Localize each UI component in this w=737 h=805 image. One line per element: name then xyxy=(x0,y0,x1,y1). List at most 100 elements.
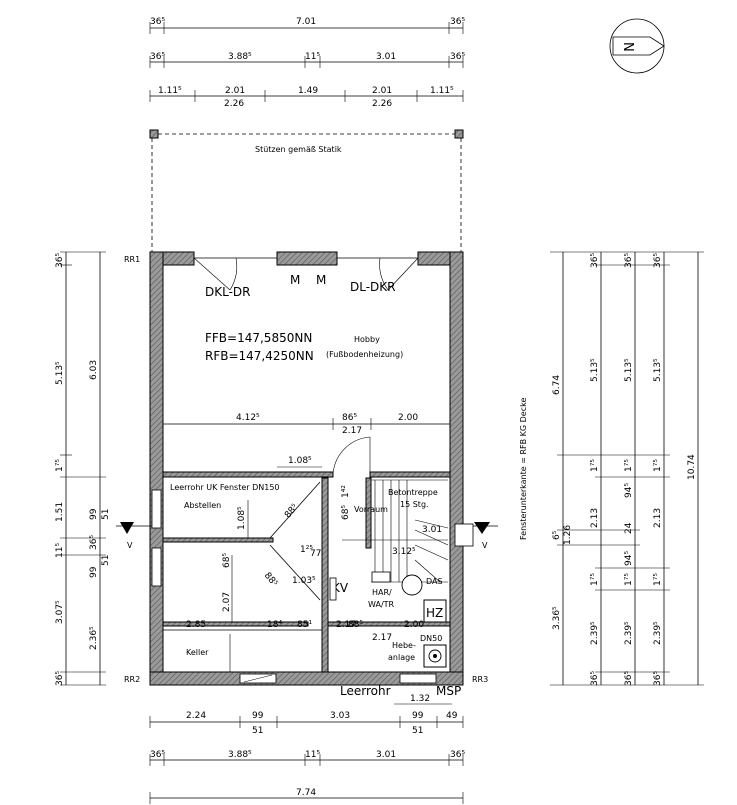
dim-top3-d: 2.01 xyxy=(372,86,392,96)
dim-misc-n: 1.32 xyxy=(410,694,430,704)
dim-bottom1-e: 49 xyxy=(446,711,458,721)
dim-misc-c: 88⁵ xyxy=(283,502,301,520)
dim-misc-t: 68⁵ xyxy=(341,505,351,520)
conduit-label: Leerrohr UK Fenster DN150 xyxy=(170,483,280,492)
dim-top3-b: 2.01 xyxy=(225,86,245,96)
dim-left-i: 99 xyxy=(89,508,99,520)
dim-hobby-sub: 2.17 xyxy=(342,426,362,436)
dim-misc-q: 88⁵ xyxy=(348,620,363,630)
dim-right3-d: 94⁵ xyxy=(624,483,634,498)
dim-bottom1-d: 99 xyxy=(412,711,424,721)
right-dimensions: 6.74 6⁵ 1.26 3.36⁵ 36⁵ 5.13⁵ 1⁷⁵ 2.13 1⁷… xyxy=(472,251,704,686)
dim-right4-b: 5.13⁵ xyxy=(653,358,663,382)
dim-misc-i: 2.85 xyxy=(186,620,206,630)
bottom-dimensions: 2.24 99 3.03 99 49 51 51 36⁵ 3.88⁵ 11⁵ 3… xyxy=(149,711,465,804)
section-marker-left: V xyxy=(116,522,152,550)
dim-left-b: 5.13⁵ xyxy=(55,361,65,385)
dim-bottom1-a: 2.24 xyxy=(186,711,206,721)
rr2-label: RR2 xyxy=(124,675,140,684)
dim-bottom2-b: 3.88⁵ xyxy=(228,750,252,760)
dim-left-d: 1.51 xyxy=(55,502,65,522)
hobby-label: Hobby xyxy=(354,335,380,344)
dim-left-f: 3.07⁵ xyxy=(55,600,65,624)
dim-hobby-a: 4.12⁵ xyxy=(236,413,260,423)
dim-right3-a: 36⁵ xyxy=(624,253,634,268)
marker-m2: M xyxy=(316,273,326,287)
dim-misc-v: 1⁴² xyxy=(341,485,351,498)
dim-right4-a: 36⁵ xyxy=(653,253,663,268)
rr3-label: RR3 xyxy=(472,675,488,684)
compass-letter: N xyxy=(620,42,635,52)
dim-right1-d: 3.36⁵ xyxy=(552,606,562,630)
dim-right2-a: 36⁵ xyxy=(590,253,600,268)
dim-right4-f: 2.39⁵ xyxy=(653,621,663,645)
utility-room: 2.17 2.00 88⁵ 2.17 HAR/ WA/TR DAS HZ Heb… xyxy=(336,571,447,668)
dim-right3-c: 1⁷⁵ xyxy=(624,459,634,472)
dim-misc-e: 3.01 xyxy=(422,525,442,535)
cellar-room: 1.03⁵ 2.07 68⁵ 2.85 18⁴ 85¹ Keller KV xyxy=(163,553,349,672)
hz-label: HZ xyxy=(426,606,443,620)
dim-right1-b: 6⁵ xyxy=(552,530,562,540)
stair-hall: Vorraum Betontreppe 15 Stg. 3.01 3.12⁵ 1… xyxy=(300,479,474,583)
storage-label: Abstellen xyxy=(184,501,221,510)
dim-misc-r: 2.17 xyxy=(336,620,356,630)
dim-misc-m: 2.00 xyxy=(404,620,424,630)
dim-bottom-total: 7.74 xyxy=(296,788,316,798)
lift-label-2: anlage xyxy=(388,653,415,662)
dim-left-k: 99 xyxy=(89,566,99,578)
window-edge-note: Fensterunterkante = RFB KG Decke xyxy=(519,398,528,540)
dim-right4-e: 1⁷⁵ xyxy=(653,573,663,586)
concrete-stair-label: Betontreppe xyxy=(388,488,438,497)
dim-right4-g: 36⁵ xyxy=(653,671,663,686)
dim-top-wall-right: 36⁵ xyxy=(450,17,465,27)
dim-misc-g: 1.03⁵ xyxy=(292,576,316,586)
dim-left-h: 6.03 xyxy=(89,360,99,380)
dn50-label: DN50 xyxy=(420,634,442,643)
dim-right2-d: 2.13 xyxy=(590,508,600,528)
dim-bottom2-d: 3.01 xyxy=(376,750,396,760)
cellar-label: Keller xyxy=(186,648,209,657)
dim-right1-a: 6.74 xyxy=(552,375,562,395)
dim-top3-e: 1.11⁵ xyxy=(430,86,454,96)
dim-misc-b: 1.08⁵ xyxy=(237,506,247,530)
dim-misc-j: 18⁴ xyxy=(267,620,282,630)
dim-misc-k: 85¹ xyxy=(297,620,312,630)
dim-bottom1-b: 99 xyxy=(252,711,264,721)
dim-misc-s: 1²⁵ xyxy=(300,545,313,555)
vestibule-label: Vorraum xyxy=(354,505,388,514)
marker-m1: M xyxy=(290,273,300,287)
dim-right3-h: 2.39⁵ xyxy=(624,621,634,645)
dim-top3-a: 1.11⁵ xyxy=(158,86,182,96)
steps-label: 15 Stg. xyxy=(400,500,429,509)
har-label-2: WA/TR xyxy=(368,600,395,609)
dim-bottom2-c: 11⁵ xyxy=(305,750,320,760)
har-label-1: HAR/ xyxy=(372,588,392,597)
svg-text:V: V xyxy=(127,541,133,550)
dim-hobby-c: 2.00 xyxy=(398,413,418,423)
rr1-label: RR1 xyxy=(124,255,140,264)
dim-right3-g: 1⁷⁵ xyxy=(624,573,634,586)
dim-left-sub-a: 51 xyxy=(101,509,111,520)
dim-misc-h: 2.07 xyxy=(222,592,232,612)
dim-right3-e: 24 xyxy=(624,522,634,534)
lift-label-1: Hebe- xyxy=(392,641,416,650)
hobby-sub-label: (Fußbodenheizung) xyxy=(326,350,403,359)
walls xyxy=(149,251,464,686)
dim-bottom2-a: 36⁵ xyxy=(150,750,165,760)
supports-note: Stützen gemäß Statik xyxy=(255,145,342,154)
dim-right3-i: 36⁵ xyxy=(624,671,634,686)
dim-left-l: 2.36⁵ xyxy=(89,626,99,650)
dim-left-g: 36⁵ xyxy=(55,671,65,686)
dim-top-wall-left: 36⁵ xyxy=(150,17,165,27)
dim-right3-b: 5.13⁵ xyxy=(624,358,634,382)
msp-label: MSP xyxy=(436,684,461,698)
hobby-room: DKL-DR DL-DKR M M FFB=147,5850NN RFB=147… xyxy=(163,273,450,478)
dim-left-j: 36⁵ xyxy=(89,535,99,550)
dim-right2-e: 1⁷⁵ xyxy=(590,573,600,586)
svg-text:V: V xyxy=(482,541,488,550)
left-dimensions: 36⁵ 5.13⁵ 1⁷⁵ 1.51 11⁵ 3.07⁵ 36⁵ 6.03 99… xyxy=(55,251,140,686)
dim-top2-a: 36⁵ xyxy=(150,52,165,62)
door-label-right: DL-DKR xyxy=(350,280,396,294)
terrace-doors xyxy=(193,257,419,291)
